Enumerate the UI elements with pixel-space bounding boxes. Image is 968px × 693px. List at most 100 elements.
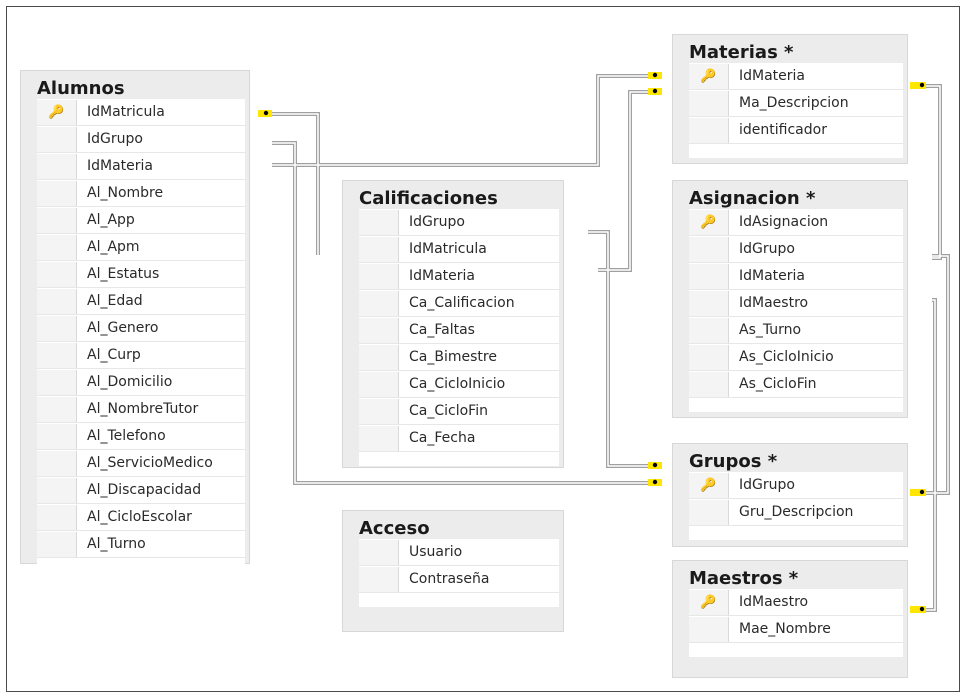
row-selector[interactable] (37, 153, 77, 179)
column-row[interactable]: 🔑IdMatricula (37, 99, 245, 126)
column-row[interactable]: Al_Apm (37, 234, 245, 261)
row-selector[interactable] (37, 423, 77, 449)
column-row[interactable]: Ca_Bimestre (359, 344, 559, 371)
row-selector[interactable]: 🔑 (37, 99, 77, 125)
row-selector[interactable] (37, 261, 77, 287)
column-row[interactable]: Al_Discapacidad (37, 477, 245, 504)
row-selector[interactable] (689, 344, 729, 370)
column-name: Al_Apm (87, 239, 140, 255)
row-selector[interactable] (689, 371, 729, 397)
row-selector[interactable] (689, 236, 729, 262)
row-selector[interactable] (359, 263, 399, 289)
row-selector[interactable] (37, 342, 77, 368)
column-row[interactable]: As_CicloInicio (689, 344, 903, 371)
column-row[interactable]: Al_Domicilio (37, 369, 245, 396)
row-selector[interactable] (359, 317, 399, 343)
column-row[interactable]: IdMateria (359, 263, 559, 290)
row-selector[interactable] (359, 236, 399, 262)
column-row[interactable]: Ca_Calificacion (359, 290, 559, 317)
row-selector[interactable]: 🔑 (689, 472, 729, 498)
column-row[interactable]: 🔑IdMaestro (689, 589, 903, 616)
column-row[interactable]: Ma_Descripcion (689, 90, 903, 117)
row-selector[interactable] (359, 371, 399, 397)
column-row[interactable]: Contraseña (359, 566, 559, 593)
row-selector[interactable] (689, 317, 729, 343)
row-selector[interactable] (689, 616, 729, 642)
column-row[interactable]: Al_Estatus (37, 261, 245, 288)
row-selector[interactable] (37, 450, 77, 476)
column-row[interactable]: Ca_CicloInicio (359, 371, 559, 398)
row-selector[interactable] (37, 396, 77, 422)
row-selector[interactable] (359, 209, 399, 235)
column-row[interactable]: 🔑IdAsignacion (689, 209, 903, 236)
column-name: Al_Telefono (87, 428, 166, 444)
row-selector[interactable] (689, 263, 729, 289)
column-row[interactable]: Ca_CicloFin (359, 398, 559, 425)
row-selector[interactable]: 🔑 (689, 589, 729, 615)
row-selector[interactable] (689, 499, 729, 525)
row-selector[interactable] (359, 539, 399, 565)
row-selector[interactable]: 🔑 (689, 209, 729, 235)
row-selector[interactable] (37, 477, 77, 503)
column-row[interactable]: As_CicloFin (689, 371, 903, 398)
row-selector[interactable] (689, 290, 729, 316)
column-row[interactable]: IdMatricula (359, 236, 559, 263)
row-selector[interactable]: 🔑 (689, 63, 729, 89)
column-row[interactable]: Ca_Fecha (359, 425, 559, 452)
column-row[interactable]: IdGrupo (689, 236, 903, 263)
row-selector[interactable] (359, 290, 399, 316)
column-row[interactable]: Gru_Descripcion (689, 499, 903, 526)
column-row[interactable]: Al_Edad (37, 288, 245, 315)
column-row[interactable]: Al_Turno (37, 531, 245, 558)
column-row[interactable]: IdMateria (689, 263, 903, 290)
row-selector[interactable] (359, 566, 399, 592)
column-row[interactable]: IdMaestro (689, 290, 903, 317)
column-row[interactable]: Usuario (359, 539, 559, 566)
column-row[interactable]: identificador (689, 117, 903, 144)
row-selector[interactable] (689, 90, 729, 116)
column-row[interactable]: IdGrupo (359, 209, 559, 236)
column-name: Ma_Descripcion (739, 95, 849, 111)
column-name: Al_Edad (87, 293, 143, 309)
key-end-marker (910, 82, 926, 89)
rel-calificaciones-grupos (588, 230, 650, 468)
row-selector[interactable] (37, 315, 77, 341)
row-selector[interactable] (689, 117, 729, 143)
column-row[interactable]: IdGrupo (37, 126, 245, 153)
column-row[interactable]: IdMateria (37, 153, 245, 180)
row-selector[interactable] (37, 180, 77, 206)
column-row[interactable]: Al_Curp (37, 342, 245, 369)
row-selector[interactable] (37, 207, 77, 233)
row-selector[interactable] (37, 234, 77, 260)
column-row[interactable]: Al_Genero (37, 315, 245, 342)
row-selector[interactable] (359, 344, 399, 370)
column-name: IdMatricula (409, 241, 487, 257)
row-selector[interactable] (37, 531, 77, 557)
column-row[interactable]: Al_CicloEscolar (37, 504, 245, 531)
row-selector[interactable] (37, 504, 77, 530)
column-row[interactable]: 🔑IdMateria (689, 63, 903, 90)
column-row[interactable]: Al_ServicioMedico (37, 450, 245, 477)
row-selector[interactable] (359, 398, 399, 424)
row-selector[interactable] (37, 126, 77, 152)
column-row[interactable]: As_Turno (689, 317, 903, 344)
column-row[interactable]: Al_Nombre (37, 180, 245, 207)
column-row[interactable]: Ca_Faltas (359, 317, 559, 344)
column-row[interactable]: Mae_Nombre (689, 616, 903, 643)
column-row[interactable]: Al_App (37, 207, 245, 234)
column-row[interactable]: Al_Telefono (37, 423, 245, 450)
row-selector[interactable] (359, 425, 399, 451)
row-selector[interactable] (37, 369, 77, 395)
column-row[interactable]: 🔑IdGrupo (689, 472, 903, 499)
row-selector[interactable] (37, 288, 77, 314)
column-row[interactable]: Al_NombreTutor (37, 396, 245, 423)
